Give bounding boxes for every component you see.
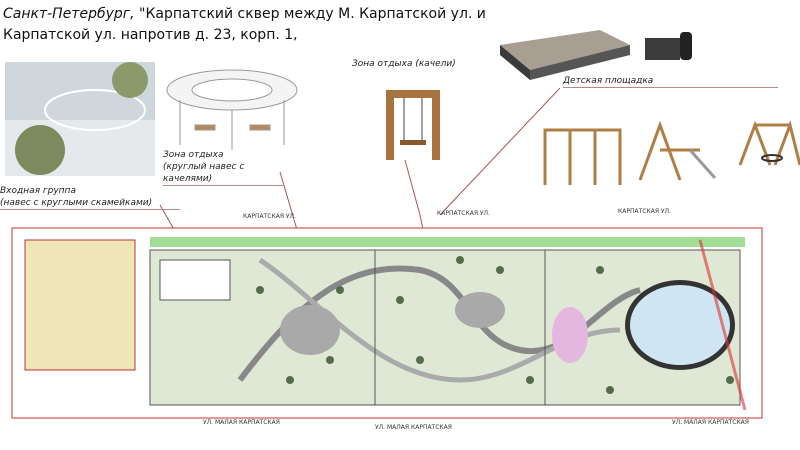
round-canopy-illustration [166, 69, 298, 150]
label-rest-zone-round: Зона отдыха (круглый навес с качелями) [163, 149, 283, 186]
street-label-top: КАРПАТСКАЯ УЛ. [437, 210, 490, 217]
street-label-top: КАРПАТСКАЯ УЛ. [243, 213, 296, 220]
swing-illustration [386, 90, 440, 160]
street-label-bottom: УЛ. МАЛАЯ КАРПАТСКАЯ [203, 419, 280, 426]
label-entrance: Входная группа (навес с круглыми скамейк… [0, 185, 180, 210]
label-line: (навес с круглыми скамейками) [0, 198, 153, 208]
label-line: Входная группа [0, 186, 76, 196]
page-title: Санкт-Петербург, "Карпатский сквер между… [3, 4, 486, 46]
label-line: Зона отдыха [163, 150, 224, 160]
entrance-canopy-photo [5, 62, 155, 176]
label-line: (круглый навес с качелями) [163, 162, 245, 184]
site-plan [11, 227, 763, 419]
title-line2: Карпатской ул. напротив д. 23, корп. 1, [3, 27, 298, 43]
street-label-bottom: УЛ. МАЛАЯ КАРПАТСКАЯ [375, 424, 452, 431]
bench-illustrations [500, 30, 692, 80]
playground-illustrations [543, 119, 800, 185]
title-city: Санкт-Петербург, [3, 6, 135, 22]
label-playground: Детская площадка [563, 75, 778, 88]
label-rest-zone-swings: Зона отдыха (качели) [352, 59, 456, 69]
street-label-top: КАРПАТСКАЯ УЛ. [618, 208, 671, 215]
title-line1: "Карпатский сквер между М. Карпатской ул… [134, 6, 486, 22]
street-label-bottom: УЛ. МАЛАЯ КАРПАТСКАЯ [672, 419, 749, 426]
